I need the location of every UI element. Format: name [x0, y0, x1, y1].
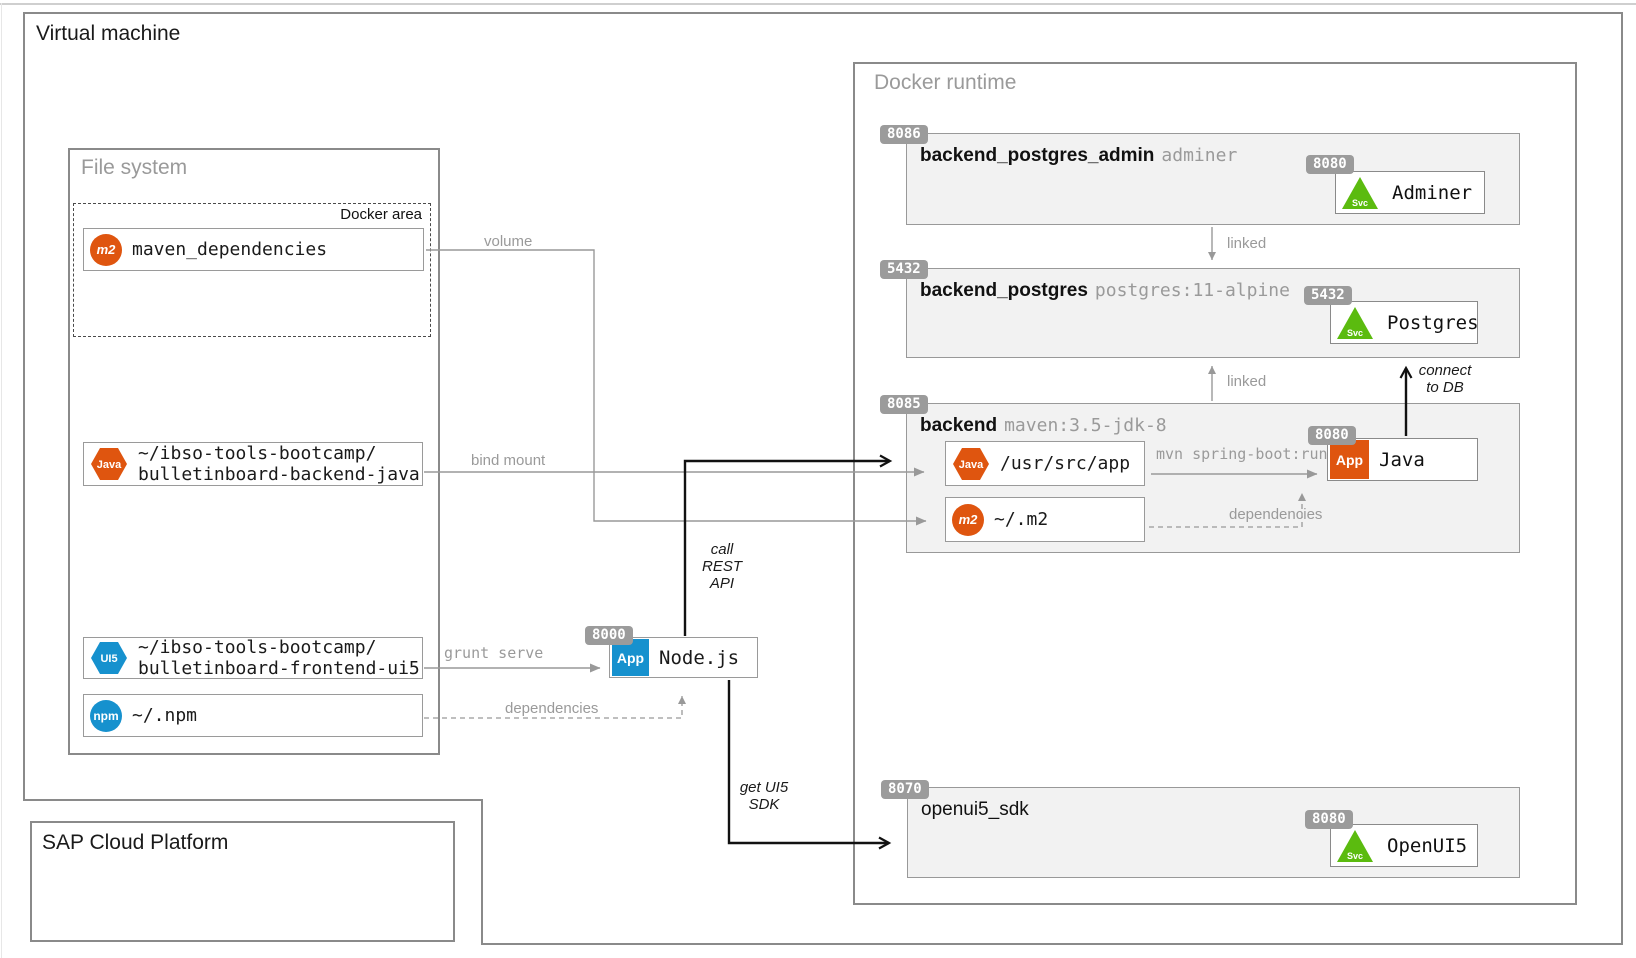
- frontend-source-path: ~/ibso-tools-bootcamp/ bulletinboard-fro…: [138, 637, 420, 679]
- port-badge-8080-java: 8080: [1308, 426, 1356, 445]
- port-badge-8085: 8085: [880, 395, 928, 414]
- npm-icon: npm: [90, 699, 122, 732]
- backend-src-mount-label: /usr/src/app: [1000, 453, 1131, 474]
- backend-source-node: Java ~/ibso-tools-bootcamp/ bulletinboar…: [83, 442, 423, 486]
- m2-icon: m2: [952, 503, 984, 536]
- container-title: backend maven:3.5-jdk-8: [920, 415, 1167, 437]
- postgres-service-label: Postgres: [1387, 311, 1479, 334]
- container-name: backend_postgres_admin: [920, 145, 1155, 166]
- edge-volume: [426, 249, 927, 526]
- svg-text:UI5: UI5: [100, 653, 117, 665]
- svc-icon: Svc: [1335, 828, 1375, 864]
- window-left-edge: [1, 3, 2, 958]
- window-top-edge: [0, 3, 1636, 5]
- openui5-service-label: OpenUI5: [1387, 834, 1468, 857]
- java-icon: Java: [952, 447, 990, 481]
- sap-cloud-platform-title: SAP Cloud Platform: [42, 831, 229, 854]
- app-icon: App: [1330, 440, 1369, 479]
- container-image: adminer: [1161, 145, 1238, 166]
- linked-top-edge-label: linked: [1227, 235, 1267, 252]
- openui5-service-node: Svc OpenUI5: [1330, 824, 1478, 867]
- container-image: maven:3.5-jdk-8: [1004, 415, 1167, 436]
- linked-bottom-edge-label: linked: [1227, 373, 1267, 390]
- npm-cache-node: npm ~/.npm: [83, 694, 423, 737]
- nodejs-label: Node.js: [659, 646, 740, 669]
- container-title: openui5_sdk: [921, 799, 1029, 821]
- svc-icon: Svc: [1335, 305, 1375, 341]
- container-title: backend_postgres postgres:11-alpine: [920, 280, 1290, 302]
- npm-dependencies-edge-label: dependencies: [505, 700, 599, 717]
- ui5-icon: UI5: [90, 641, 128, 675]
- port-badge-8086: 8086: [880, 125, 928, 144]
- virtual-machine-title: Virtual machine: [36, 22, 181, 45]
- maven-dependencies-node: m2 maven_dependencies: [83, 228, 424, 271]
- connect-to-db-label: connect to DB: [1418, 362, 1472, 396]
- npm-cache-label: ~/.npm: [132, 705, 198, 726]
- grunt-serve-edge-label: grunt serve: [444, 644, 544, 662]
- svg-text:Svc: Svc: [1347, 328, 1363, 338]
- port-badge-8000: 8000: [585, 626, 633, 645]
- backend-dependencies-label: dependencies: [1229, 506, 1323, 523]
- container-name: openui5_sdk: [921, 799, 1029, 820]
- frontend-source-node: UI5 ~/ibso-tools-bootcamp/ bulletinboard…: [83, 637, 423, 679]
- docker-runtime-title: Docker runtime: [874, 71, 1017, 94]
- backend-src-mount-node: Java /usr/src/app: [945, 441, 1145, 486]
- backend-source-path: ~/ibso-tools-bootcamp/ bulletinboard-bac…: [138, 443, 420, 485]
- mvn-spring-boot-run-label: mvn spring-boot:run: [1156, 445, 1328, 463]
- svc-icon: Svc: [1340, 175, 1380, 211]
- maven-dependencies-label: maven_dependencies: [132, 239, 328, 260]
- container-name: backend: [920, 415, 998, 436]
- m2-icon: m2: [90, 233, 122, 266]
- sap-cloud-platform-panel: [30, 821, 455, 942]
- svg-text:Java: Java: [959, 459, 984, 471]
- backend-m2-mount-label: ~/.m2: [994, 509, 1049, 530]
- port-badge-8070: 8070: [881, 780, 929, 799]
- volume-edge-label: volume: [484, 233, 533, 250]
- adminer-service-node: Svc Adminer: [1335, 171, 1485, 214]
- backend-m2-mount-node: m2 ~/.m2: [945, 497, 1145, 542]
- port-badge-5432-container: 5432: [880, 260, 928, 279]
- docker-area-label: Docker area: [340, 206, 422, 223]
- container-title: backend_postgres_admin adminer: [920, 145, 1237, 167]
- svg-text:Java: Java: [97, 459, 122, 471]
- file-system-title: File system: [81, 156, 188, 179]
- port-badge-8080-adminer: 8080: [1306, 155, 1354, 174]
- java-icon: Java: [90, 447, 128, 481]
- svg-text:Svc: Svc: [1347, 851, 1363, 861]
- bind-mount-edge-label: bind mount: [471, 452, 546, 469]
- get-ui5-sdk-label: get UI5 SDK: [739, 779, 789, 813]
- java-app-label: Java: [1379, 448, 1425, 471]
- port-badge-8080-openui5: 8080: [1305, 810, 1353, 829]
- container-image: postgres:11-alpine: [1094, 280, 1290, 301]
- port-badge-5432-service: 5432: [1304, 286, 1352, 305]
- adminer-service-label: Adminer: [1392, 181, 1473, 204]
- container-name: backend_postgres: [920, 280, 1088, 301]
- postgres-service-node: Svc Postgres: [1330, 301, 1479, 344]
- svg-text:Svc: Svc: [1352, 198, 1368, 208]
- call-rest-api-label: call REST API: [701, 541, 742, 592]
